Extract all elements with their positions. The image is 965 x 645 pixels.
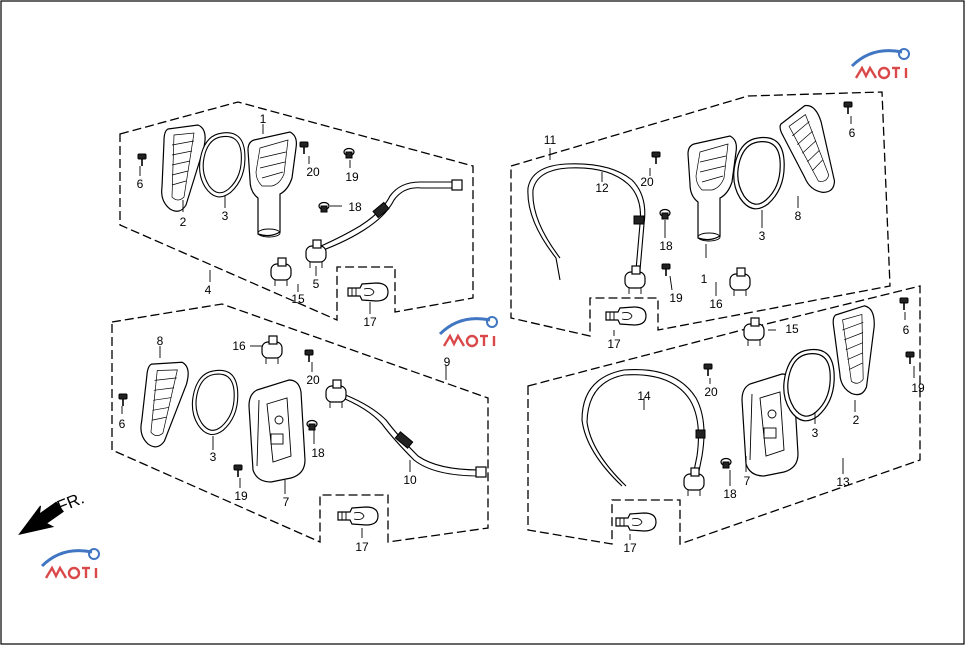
callout-br-17: 17	[623, 541, 637, 555]
callout-tr-3: 3	[759, 229, 766, 243]
group-bottom-right: 15 6 14 20 19 3 2 7 18 13 17	[527, 285, 925, 555]
callout-tl-1: 1	[260, 112, 267, 126]
callout-tl-18: 18	[348, 200, 362, 214]
callout-bl-3: 3	[210, 450, 217, 464]
callout-bl-10: 10	[403, 473, 417, 487]
callout-br-13: 13	[836, 475, 850, 489]
front-arrow-icon	[18, 501, 64, 536]
callout-tr-12: 12	[595, 181, 609, 195]
callout-tr-8: 8	[795, 209, 802, 223]
watermark-logo-top-right	[850, 48, 910, 80]
group-top-left: 6 2 3 1 20 19 18 5 15 17 4	[119, 101, 474, 329]
callout-br-15: 15	[785, 322, 799, 336]
callout-tr-1: 1	[701, 272, 708, 286]
group-bottom-left: 8 6 3 16 20 18 19 7 9 10 17	[111, 303, 489, 554]
front-direction-indicator: FR.	[18, 488, 87, 536]
callout-tr-19: 19	[669, 291, 683, 305]
callout-tl-3: 3	[222, 209, 229, 223]
group-top-right: 11 12 20 18 19 1 16 3 8 6 17	[510, 91, 891, 351]
callout-tr-18: 18	[659, 239, 673, 253]
callout-bl-20: 20	[306, 373, 320, 387]
callout-bl-8: 8	[157, 334, 164, 348]
callout-bl-7: 7	[283, 495, 290, 509]
callout-br-7: 7	[744, 474, 751, 488]
watermark-logo-bottom-left	[40, 548, 100, 580]
callout-tl-4: 4	[205, 283, 212, 297]
callout-tl-15: 15	[291, 292, 305, 306]
gear-icon	[88, 548, 100, 560]
callout-tr-6: 6	[849, 126, 856, 140]
callout-br-3: 3	[812, 426, 819, 440]
callout-bl-16: 16	[232, 339, 246, 353]
callout-tl-6: 6	[137, 177, 144, 191]
callout-bl-6: 6	[119, 417, 126, 431]
callout-tl-17: 17	[363, 315, 377, 329]
callout-tr-11: 11	[544, 133, 557, 147]
callout-tl-20: 20	[306, 165, 320, 179]
callout-tr-17: 17	[607, 337, 621, 351]
callout-bl-18: 18	[311, 446, 325, 460]
gear-icon	[898, 48, 910, 60]
callout-br-20: 20	[704, 385, 718, 399]
callout-br-18: 18	[723, 487, 737, 501]
callout-bl-19: 19	[234, 489, 248, 503]
callout-tr-20: 20	[640, 175, 654, 189]
callout-tl-19: 19	[345, 170, 359, 184]
gear-icon	[486, 316, 498, 328]
callout-br-6: 6	[903, 323, 910, 337]
callout-bl-9: 9	[444, 355, 451, 369]
callout-tr-16: 16	[709, 297, 723, 311]
callout-bl-17: 17	[355, 540, 369, 554]
callout-tl-2: 2	[180, 215, 187, 229]
callout-tl-5: 5	[313, 277, 320, 291]
front-direction-label: FR.	[54, 488, 87, 516]
callout-br-2: 2	[853, 413, 860, 427]
callout-br-19: 19	[911, 381, 925, 395]
watermark-logo-center	[438, 316, 498, 348]
callout-br-14: 14	[637, 389, 651, 403]
